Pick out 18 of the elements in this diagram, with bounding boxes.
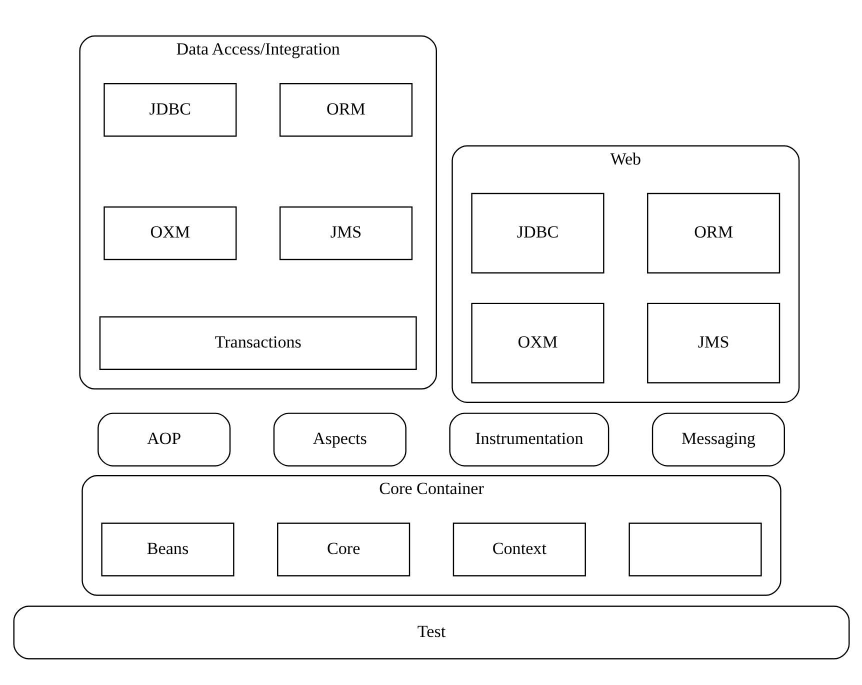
- node-box: JDBC: [103, 83, 236, 137]
- node-box: Aspects: [272, 412, 406, 466]
- node-box: OXM: [470, 302, 604, 384]
- node-box: JDBC: [470, 192, 604, 274]
- node-box: ORM: [278, 83, 412, 137]
- node-box: Messaging: [651, 412, 784, 466]
- node-box: [628, 522, 762, 576]
- node-box: Test: [12, 606, 850, 660]
- node-box: OXM: [103, 206, 236, 260]
- node-box: Instrumentation: [448, 412, 609, 466]
- node-box: JMS: [646, 302, 780, 384]
- node-box: Core: [276, 522, 410, 576]
- node-box: Transactions: [98, 316, 416, 370]
- node-box: JMS: [278, 206, 412, 260]
- node-box: Beans: [100, 522, 234, 576]
- node-box: Context: [452, 522, 586, 576]
- node-box: ORM: [646, 192, 780, 274]
- node-box: AOP: [97, 412, 230, 466]
